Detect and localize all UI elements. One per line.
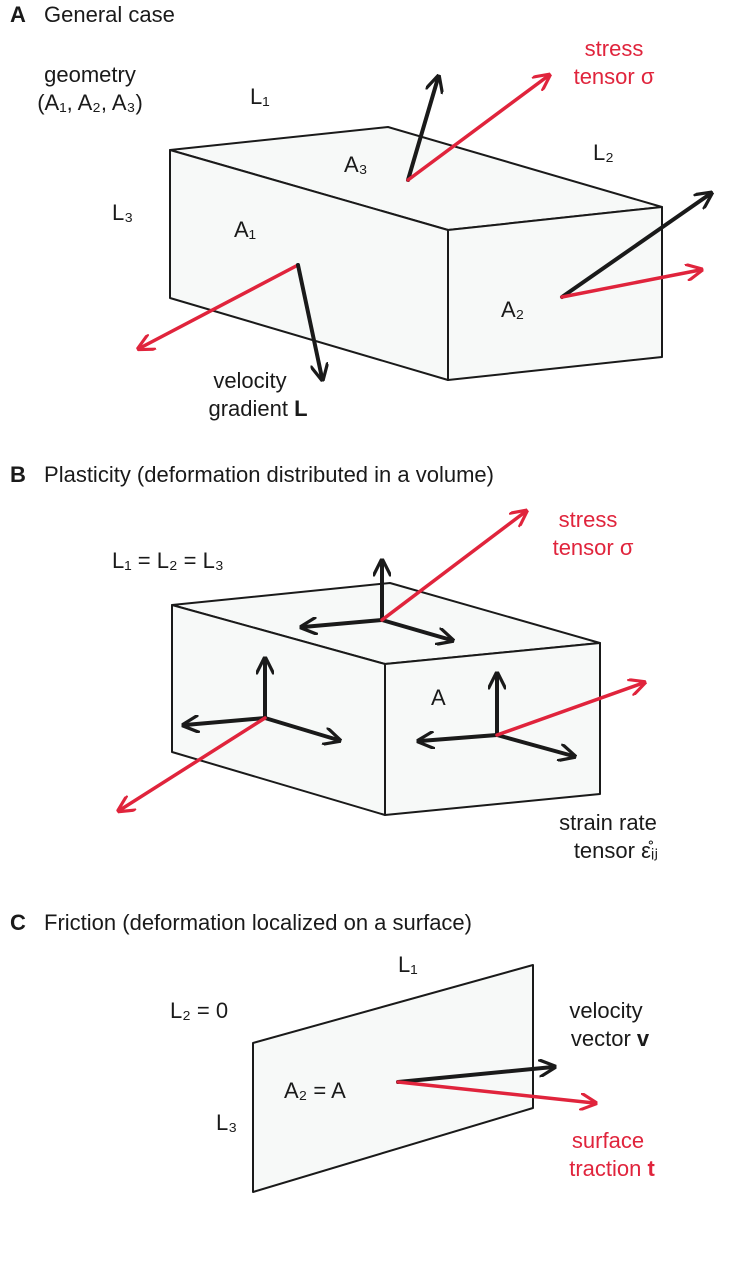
- svg-text:traction t: traction t: [569, 1156, 655, 1181]
- arrow-a-front-red: [140, 263, 300, 348]
- surface-traction-label-line2: traction: [569, 1156, 647, 1181]
- panel-b-box: [171, 582, 601, 816]
- panel-a-letter: A: [10, 2, 26, 27]
- panel-a-box: [169, 126, 663, 381]
- arrow-a-top-red: [406, 76, 548, 182]
- stress-label-a-line1: stress: [585, 36, 644, 61]
- velocity-gradient-label-line1: velocity: [213, 368, 286, 393]
- geometry-areas-label: (A₁, A₂, A₃): [37, 90, 143, 115]
- panel-a-title: General case: [44, 2, 175, 27]
- strain-rate-label-line1: strain rate: [559, 810, 657, 835]
- geometry-label: geometry: [44, 62, 136, 87]
- arrow-b-side-red: [495, 683, 643, 737]
- label-a-l3: L₃: [112, 200, 133, 225]
- velocity-vector-symbol: v: [637, 1026, 650, 1051]
- velocity-gradient-label-line2: gradient: [208, 396, 294, 421]
- arrow-b-front-left: [185, 718, 267, 725]
- arrow-a-top-black: [406, 78, 438, 182]
- svg-text:A General case: A General case: [10, 2, 175, 27]
- stress-label-b-line1: stress: [559, 507, 618, 532]
- label-c-l3: L₃: [216, 1110, 237, 1135]
- arrow-b-side-left: [420, 735, 499, 741]
- label-a-a2: A₂: [501, 297, 524, 322]
- label-a-a1: A₁: [234, 217, 256, 242]
- panel-b-title: Plasticity (deformation distributed in a…: [44, 462, 494, 487]
- velocity-vector-label-line1: velocity: [569, 998, 642, 1023]
- surface-traction-label-line1: surface: [572, 1128, 644, 1153]
- stress-label-a-line2: tensor σ: [574, 64, 655, 89]
- svg-text:B Plasticity (deformatio: B Plasticity (deformation distributed in…: [10, 462, 494, 487]
- surface-traction-symbol: t: [647, 1156, 655, 1181]
- arrow-b-top-right: [380, 618, 451, 640]
- box-a-side-face: [447, 206, 663, 381]
- label-c-l2-zero: L₂ = 0: [170, 998, 228, 1023]
- arrow-b-front-red: [120, 716, 267, 810]
- label-a-a3: A₃: [344, 152, 368, 177]
- arrow-b-front-right: [263, 716, 338, 740]
- arrow-a-front-black: [296, 263, 322, 378]
- label-c-area-eq: A₂ = A: [284, 1078, 346, 1103]
- arrow-b-top-red: [380, 512, 525, 622]
- velocity-vector-label-line2: vector: [571, 1026, 637, 1051]
- strain-rate-label-line2: tensor ε̊ᵢⱼ: [574, 838, 658, 863]
- arrow-a-side-black: [560, 194, 710, 299]
- arrow-c-traction: [396, 1080, 594, 1103]
- friction-surface: [252, 964, 534, 1193]
- panel-b: B Plasticity (deformation distributed in…: [10, 462, 658, 863]
- svg-text:C Friction (deformation: C Friction (deformation localized on a s…: [10, 910, 472, 935]
- stress-label-b-line2: tensor σ: [553, 535, 634, 560]
- velocity-gradient-symbol: L: [294, 396, 307, 421]
- svg-text:gradient L: gradient L: [208, 396, 307, 421]
- label-b-area: A: [431, 685, 446, 710]
- arrow-a-side-red: [560, 270, 700, 299]
- label-a-l2: L₂: [593, 140, 614, 165]
- label-c-l1: L₁: [398, 952, 418, 977]
- panel-c: C Friction (deformation localized on a s…: [10, 910, 655, 1193]
- arrow-c-velocity: [396, 1067, 553, 1084]
- panel-c-letter: C: [10, 910, 26, 935]
- arrow-b-side-right: [495, 733, 573, 756]
- panel-b-letter: B: [10, 462, 26, 487]
- equal-lengths-label: L₁ = L₂ = L₃: [112, 548, 224, 573]
- panel-c-title: Friction (deformation localized on a sur…: [44, 910, 472, 935]
- label-a-l1: L₁: [250, 84, 270, 109]
- svg-text:vector v: vector v: [571, 1026, 650, 1051]
- arrow-b-top-left: [303, 620, 384, 627]
- panel-a: A General case geometry (A₁, A₂, A₃) L₁ …: [10, 2, 710, 421]
- box-b-side-face: [384, 642, 601, 816]
